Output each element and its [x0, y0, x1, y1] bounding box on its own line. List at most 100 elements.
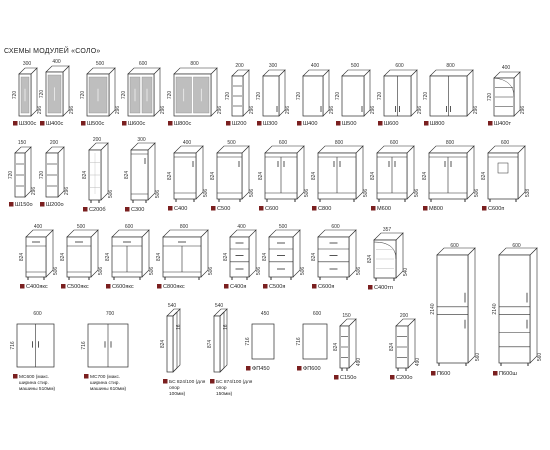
cabinet-top [487, 145, 526, 154]
height-dimension: 824 [311, 253, 317, 262]
module-label: Ш500 [342, 121, 356, 127]
module-marker [224, 284, 229, 289]
depth-dimension: 16 [176, 324, 182, 330]
module-marker [226, 121, 231, 126]
module-label: С600якс [112, 284, 134, 290]
module-marker [13, 121, 18, 126]
cabinet-top [376, 145, 415, 154]
depth-dimension: 506 [356, 267, 362, 276]
width-dimension: 540 [168, 303, 177, 309]
module-label: Ш300с [19, 121, 36, 127]
height-dimension: 824 [105, 253, 111, 262]
module-marker [424, 121, 429, 126]
width-dimension: 150 [18, 140, 27, 146]
depth-dimension: 540 [403, 268, 409, 277]
module-label: С500якс [67, 284, 89, 290]
width-dimension: 500 [351, 63, 360, 69]
module-label: Ш400т [494, 121, 511, 127]
module-marker [336, 121, 341, 126]
cabinet-line [219, 311, 225, 317]
depth-dimension: 506 [414, 189, 420, 198]
width-dimension: 540 [215, 303, 224, 309]
width-dimension: 200 [50, 140, 59, 146]
cabinet-side [355, 145, 364, 200]
module-label: ФП450 [252, 366, 270, 372]
cabinet-side [466, 145, 475, 200]
depth-dimension: 506 [474, 189, 480, 198]
depth-dimension: 296 [115, 106, 121, 115]
cabinet-top [317, 229, 357, 238]
depth-dimension: 506 [149, 267, 155, 276]
module-label: Ш800 [430, 121, 444, 127]
module-marker [9, 202, 14, 207]
depth-dimension: 296 [370, 106, 376, 115]
cabinet-top [428, 145, 475, 154]
module-label: Ш300 [263, 121, 277, 127]
module-marker [431, 371, 436, 376]
cabinet-body [166, 315, 174, 373]
height-dimension: 824 [60, 253, 66, 262]
module-marker [378, 121, 383, 126]
module-marker [312, 206, 317, 211]
width-dimension: 450 [261, 311, 270, 317]
cabinet-body [302, 75, 324, 117]
depth-dimension: 506 [98, 267, 104, 276]
module-label: С500я [269, 284, 285, 290]
module-label: опор [169, 386, 180, 391]
height-dimension: 716 [10, 341, 16, 350]
depth-dimension: 296 [31, 187, 37, 196]
depth-dimension: 490 [415, 358, 421, 367]
cabinet-side [141, 229, 150, 278]
width-dimension: 500 [77, 224, 86, 230]
module-marker [493, 371, 498, 376]
width-dimension: 800 [180, 224, 189, 230]
module-label: 100мм) [169, 391, 186, 397]
height-dimension: 720 [225, 92, 231, 101]
height-dimension: 824 [333, 343, 339, 352]
module-label: ФП600 [303, 366, 321, 372]
cabinet-side [296, 145, 305, 200]
height-dimension: 716 [245, 337, 251, 346]
module-marker [168, 121, 173, 126]
width-dimension: 500 [227, 140, 236, 146]
depth-dimension: 296 [520, 106, 526, 115]
module-label: С150о [340, 375, 356, 381]
cabinet-body [229, 236, 250, 278]
height-dimension: 720 [8, 171, 14, 180]
cabinet-top [429, 69, 474, 77]
cabinet-side [248, 229, 257, 278]
module-marker [211, 206, 216, 211]
height-dimension: 824 [210, 172, 216, 181]
module-marker [210, 379, 215, 384]
height-dimension: 716 [296, 337, 302, 346]
height-dimension: 720 [377, 92, 383, 101]
height-dimension: 824 [82, 171, 88, 180]
cabinet-side [219, 308, 228, 373]
height-dimension: 824 [223, 253, 229, 262]
depth-dimension: 506 [249, 189, 255, 198]
width-dimension: 500 [279, 224, 288, 230]
depth-dimension: 296 [249, 106, 255, 115]
cabinet-side [45, 229, 54, 278]
depth-dimension: 560 [475, 353, 481, 362]
module-label: С600 [265, 206, 278, 212]
module-label: ширина стир. [90, 381, 120, 386]
depth-dimension: 560 [537, 353, 543, 362]
module-marker [334, 375, 339, 380]
module-label: С400тп [374, 285, 393, 291]
depth-dimension: 506 [208, 267, 214, 276]
depth-dimension: 16 [223, 324, 229, 330]
cabinet-body [487, 152, 519, 200]
module-marker [423, 206, 428, 211]
cabinet-side [348, 318, 357, 369]
module-label: машины 610мм) [90, 386, 127, 392]
